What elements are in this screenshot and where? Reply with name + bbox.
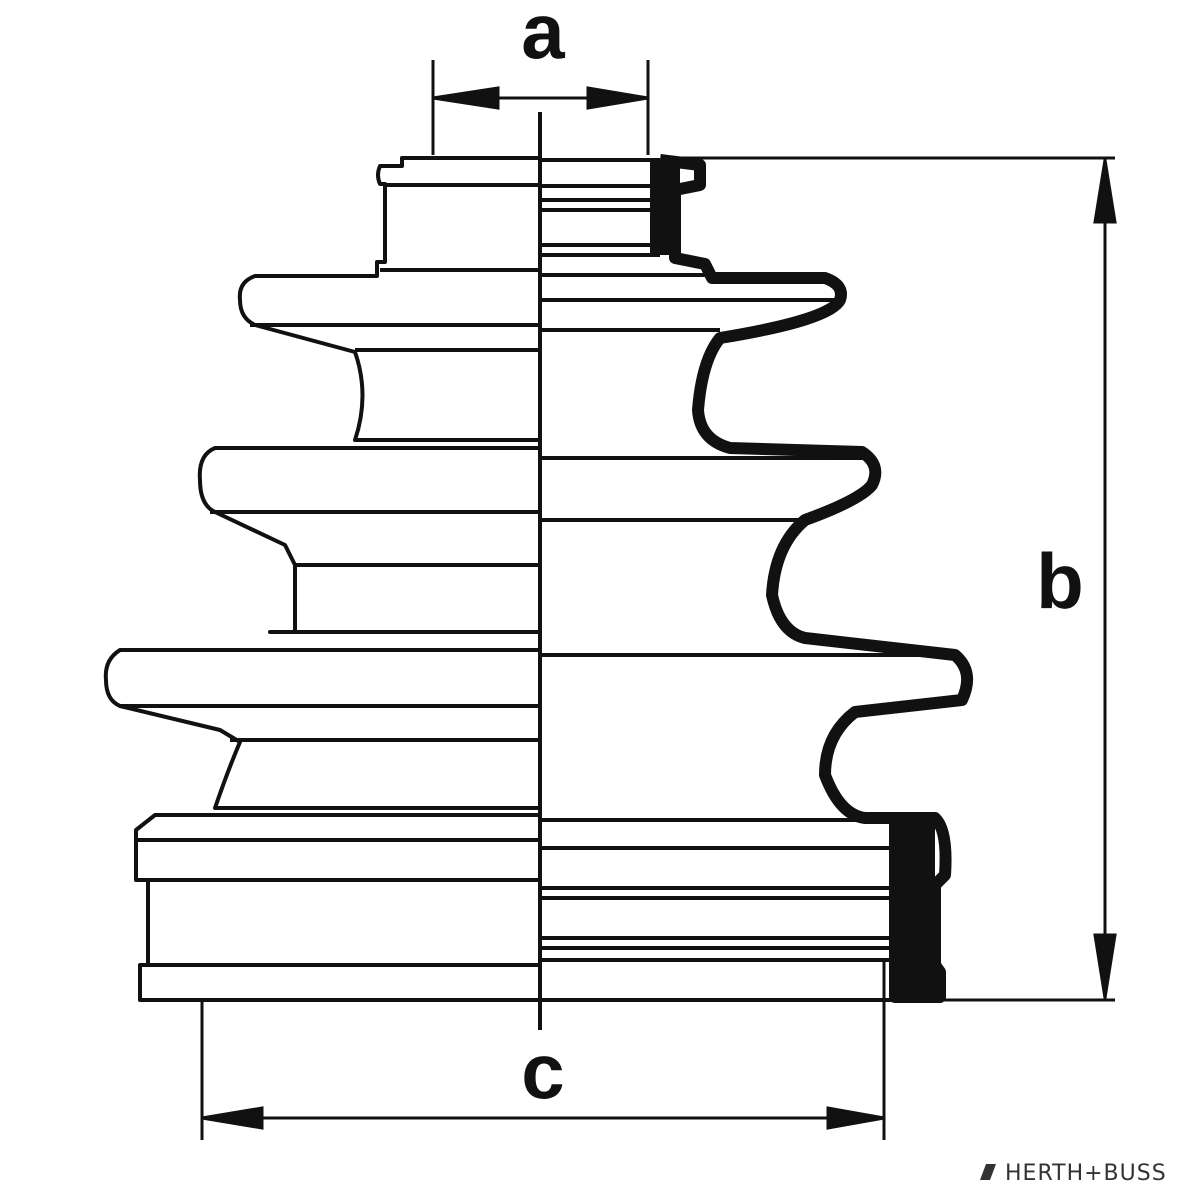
dimension-label-b: b <box>1036 537 1084 625</box>
right-half-profile <box>659 154 974 1003</box>
dimension-label-a: a <box>521 0 565 75</box>
brand-logo-mark-icon <box>980 1164 996 1180</box>
top-clamp-section <box>650 160 680 255</box>
right-half-lines <box>540 158 960 1002</box>
brand-logo: HERTH+BUSS <box>1005 1161 1167 1186</box>
bottom-clamp-section <box>890 818 935 998</box>
left-half-outline <box>103 156 540 1002</box>
dimension-lines <box>200 60 1117 1140</box>
dimension-label-c: c <box>521 1027 564 1115</box>
